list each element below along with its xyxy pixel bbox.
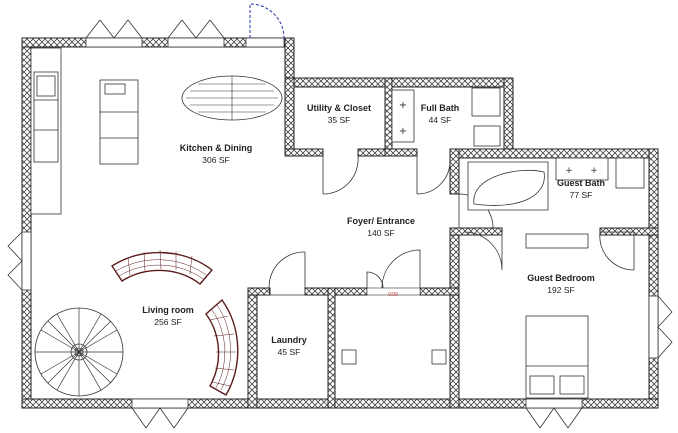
laundry-label: Laundry: [271, 335, 307, 345]
living-label: Living room: [142, 305, 194, 315]
kitchen-label: Kitchen & Dining: [180, 143, 253, 153]
guestbath-area: 77 SF: [570, 190, 593, 200]
foyer-label: Foyer/ Entrance: [347, 216, 415, 226]
room-labels: Kitchen & Dining 306 SF Utility & Closet…: [142, 103, 605, 357]
guestbath-label: Guest Bath: [557, 178, 605, 188]
kitchen-furniture: [30, 47, 283, 215]
fullbath-label: Full Bath: [421, 103, 460, 113]
svg-text:+: +: [399, 126, 407, 137]
svg-text:+: +: [565, 166, 573, 176]
svg-text:+: +: [399, 100, 407, 111]
kitchen-area: 306 SF: [202, 155, 229, 165]
door-tag: 0:00: [388, 292, 398, 298]
utility-area: 35 SF: [328, 115, 351, 125]
living-furniture: [34, 249, 239, 397]
doors: 0:00: [7, 3, 673, 429]
bedroom-furniture: [341, 233, 589, 399]
guestbath-fixtures: + +: [467, 157, 645, 211]
guestbed-label: Guest Bedroom: [527, 273, 595, 283]
fullbath-fixtures: + +: [391, 87, 501, 147]
fullbath-area: 44 SF: [429, 115, 452, 125]
living-area: 256 SF: [154, 317, 181, 327]
interior-walls: [247, 77, 659, 409]
utility-label: Utility & Closet: [307, 103, 371, 113]
exterior-walls: [21, 37, 659, 409]
laundry-area: 45 SF: [278, 347, 301, 357]
foyer-area: 140 SF: [367, 228, 394, 238]
svg-text:+: +: [590, 166, 598, 176]
guestbed-area: 192 SF: [547, 285, 574, 295]
